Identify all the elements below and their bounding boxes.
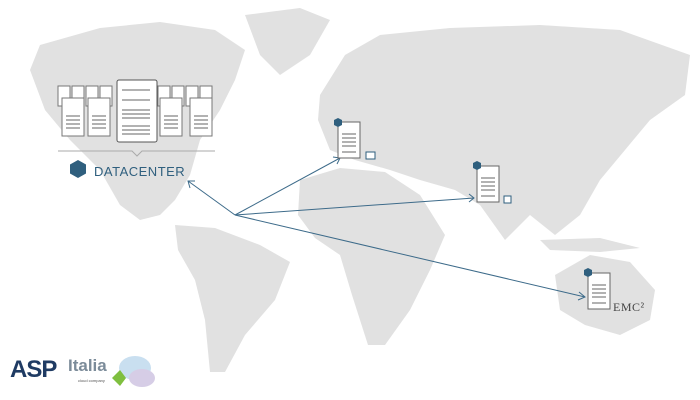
- asia-hex-icon: [473, 161, 481, 170]
- eurasia: [318, 25, 690, 240]
- datacenter-servers: [57, 79, 213, 143]
- europe-hex-icon: [334, 118, 342, 127]
- datacenter-divider: [58, 150, 215, 157]
- server-australia: [587, 272, 611, 310]
- server-europe: [337, 121, 376, 160]
- datacenter-label: DATACENTER: [94, 164, 186, 179]
- australia-hex-icon: [584, 268, 592, 277]
- datacenter-hex-icon: [70, 160, 86, 178]
- asp-italia-logo: ASP Italia cloud company: [8, 352, 168, 392]
- south-america: [175, 225, 290, 372]
- logo-brand2: Italia: [68, 356, 107, 375]
- emc-label: EMC²: [613, 300, 645, 314]
- server-asia: [476, 165, 512, 204]
- greenland: [245, 8, 330, 75]
- africa: [298, 168, 445, 345]
- logo-cloud-icon: [112, 356, 155, 387]
- logo-brand: ASP: [10, 356, 57, 383]
- connection-arrows: [187, 156, 586, 301]
- indonesia: [540, 238, 640, 252]
- logo-tagline: cloud company: [78, 378, 105, 383]
